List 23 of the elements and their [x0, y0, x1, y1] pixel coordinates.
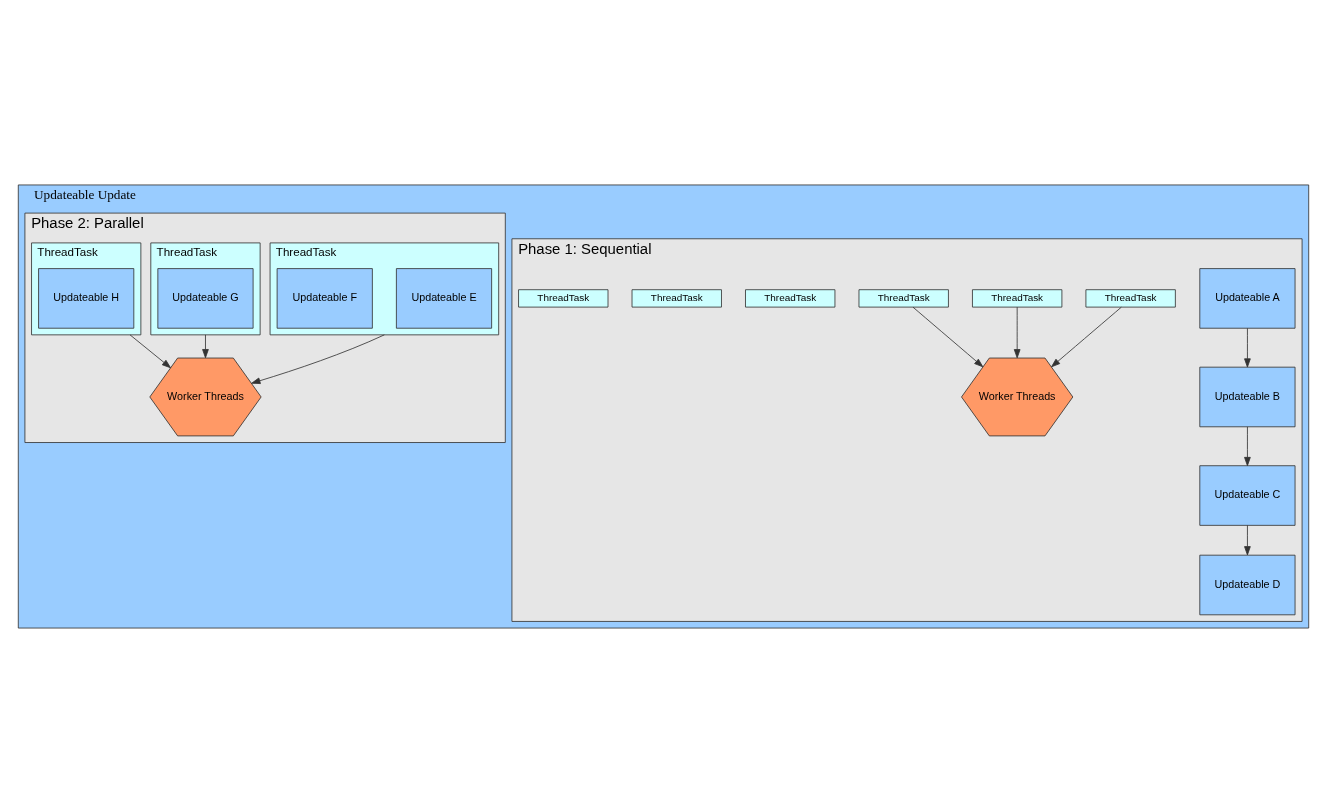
arrow — [202, 333, 209, 358]
node-box: ThreadTask — [518, 288, 609, 308]
arrow — [1244, 425, 1251, 466]
node-box: ThreadTask — [858, 288, 949, 308]
node-box: Updateable E — [395, 267, 493, 329]
arrow — [1013, 306, 1021, 358]
arrow — [129, 333, 171, 368]
node-box: ThreadTask — [745, 288, 836, 308]
node-box: Updateable C — [1199, 464, 1296, 526]
node-box: Updateable B — [1199, 366, 1296, 427]
arrow — [251, 333, 385, 384]
arrow — [1244, 524, 1251, 555]
arrow — [912, 306, 984, 367]
node-box: Updateable G — [157, 267, 254, 329]
node-box: Updateable F — [276, 267, 373, 329]
node-box: Updateable A — [1199, 267, 1296, 329]
node-box: Updateable H — [38, 267, 135, 329]
arrow — [1244, 327, 1251, 367]
node-box: Updateable D — [1199, 554, 1296, 615]
node-box: ThreadTask — [972, 288, 1063, 308]
arrow — [1051, 306, 1122, 367]
node-box: ThreadTask — [1085, 288, 1176, 308]
node-box: ThreadTask — [631, 288, 722, 308]
